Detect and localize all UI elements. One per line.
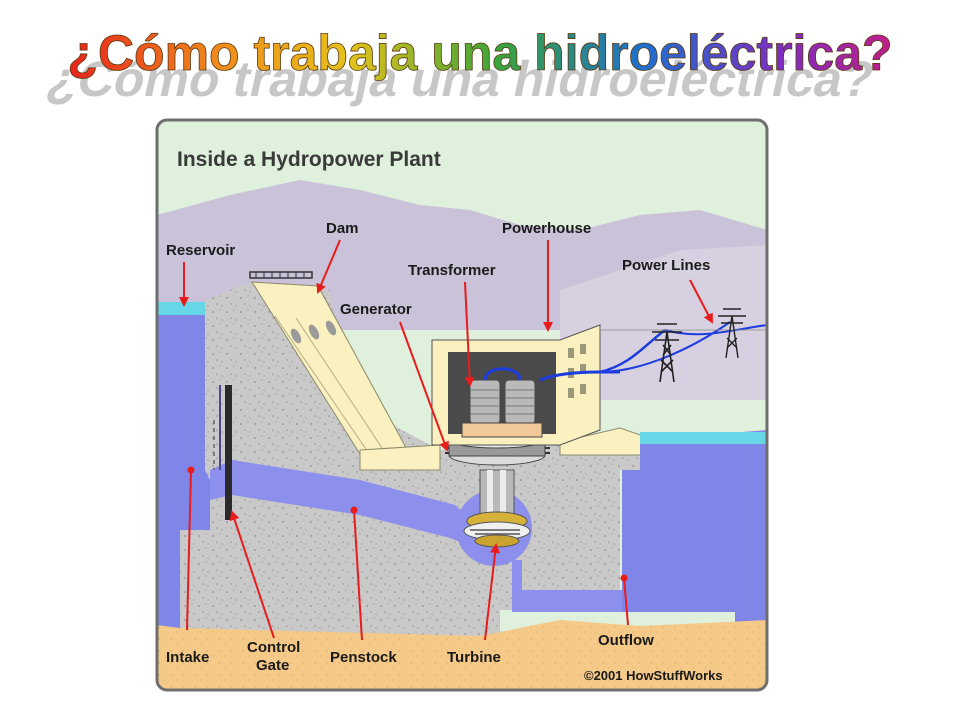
outflow-water: [622, 430, 767, 640]
label-reservoir: Reservoir: [166, 242, 235, 259]
label-transformer: Transformer: [408, 262, 496, 279]
label-control-gate-line1: Control: [247, 639, 300, 656]
power-tower-2: [718, 308, 746, 359]
diagram-scene: [157, 120, 767, 690]
draft-tube: [512, 560, 622, 612]
label-power-lines: Power Lines: [622, 257, 710, 274]
label-intake: Intake: [166, 649, 209, 666]
label-dam: Dam: [326, 220, 359, 237]
control-gate: [225, 385, 232, 520]
diagram-heading: Inside a Hydropower Plant: [177, 148, 441, 171]
diagram-frame: [155, 118, 769, 692]
far-hills: [560, 245, 767, 400]
label-penstock: Penstock: [330, 649, 397, 666]
ground: [157, 620, 767, 690]
power-tower-1: [652, 323, 682, 383]
transformer: [469, 379, 501, 425]
label-outflow: Outflow: [598, 632, 654, 649]
dam-railing: [249, 271, 313, 279]
label-turbine: Turbine: [447, 649, 501, 666]
powerhouse-interior: [448, 352, 556, 434]
label-control-gate-line2: Gate: [256, 657, 289, 674]
outflow-surface: [640, 432, 767, 444]
slide-title-graphic: ¿Cómo trabaja una hidroeléctrica? ¿Cómo …: [42, 25, 893, 107]
slide-title: ¿Cómo trabaja una hidroeléctrica?: [67, 25, 892, 81]
label-powerhouse: Powerhouse: [502, 220, 591, 237]
power-line-cable: [599, 329, 666, 374]
copyright-notice: ©2001 HowStuffWorks: [584, 668, 723, 683]
callout-arrows: [179, 239, 713, 641]
label-generator: Generator: [340, 301, 412, 318]
slide-title-shadow: ¿Cómo trabaja una hidroeléctrica?: [42, 51, 879, 107]
penstock-pipe: [210, 460, 470, 545]
